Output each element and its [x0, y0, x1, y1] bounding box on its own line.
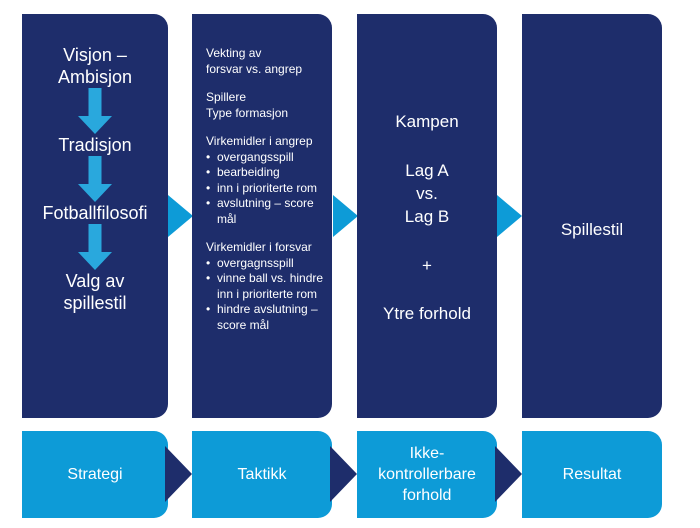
tactics-heading-forsvar: Virkemidler i forsvar — [206, 240, 312, 254]
bottom-label-taktikk: Taktikk — [237, 466, 287, 483]
match-line-teams: Lag A vs. Lag B — [404, 161, 450, 226]
bottom-label-ikke-kontrollerbare: Ikke- kontrollerbare forhold — [378, 445, 476, 504]
bottom-connector-3-icon — [495, 446, 522, 502]
tactics-text-block: Vekting av forsvar vs. angrep Spillere T… — [206, 46, 324, 346]
down-arrow-icon-2 — [78, 156, 112, 202]
down-arrow-icon-3 — [78, 224, 112, 270]
playstyle-label: Spillestil — [560, 220, 624, 239]
chain-step-visjon-ambisjon: Visjon – Ambisjon — [57, 45, 133, 87]
match-line-ytre-forhold: Ytre forhold — [383, 304, 471, 323]
match-line-plus: + — [422, 256, 432, 275]
panel-strategy: Visjon – Ambisjon Tradisjon Fotballfilos… — [22, 14, 168, 418]
tactics-list-forsvar: overgagnsspill vinne ball vs. hindre inn… — [206, 256, 324, 334]
panel-bottom-resultat: Resultat — [522, 431, 662, 518]
top-connector-1-icon — [168, 195, 193, 237]
list-item: overgagnsspill — [206, 256, 324, 272]
top-connector-2-icon — [333, 195, 358, 237]
panel-bottom-taktikk: Taktikk — [192, 431, 332, 518]
top-connector-3-icon — [497, 195, 522, 237]
list-item: avslutning – score mål — [206, 196, 324, 227]
list-item: hindre avslutning – score mål — [206, 302, 324, 333]
chain-step-fotballfilosofi: Fotballfilosofi — [42, 203, 148, 223]
panel-bottom-strategi: Strategi — [22, 431, 168, 518]
list-item: overgangsspill — [206, 150, 324, 166]
tactics-paragraph-vekting: Vekting av forsvar vs. angrep — [206, 46, 303, 76]
list-item: inn i prioriterte rom — [206, 181, 324, 197]
list-item: vinne ball vs. hindre inn i prioriterte … — [206, 271, 324, 302]
chain-step-tradisjon: Tradisjon — [58, 135, 132, 155]
chain-step-valg-av-spillestil: Valg av spillestil — [63, 271, 127, 313]
bottom-label-resultat: Resultat — [562, 466, 622, 483]
tactics-heading-angrep: Virkemidler i angrep — [206, 134, 313, 148]
bottom-label-strategi: Strategi — [67, 466, 123, 483]
bottom-connector-1-icon — [165, 446, 192, 502]
match-line-kampen: Kampen — [395, 112, 459, 131]
panel-tactics: Vekting av forsvar vs. angrep Spillere T… — [192, 14, 332, 418]
tactics-list-angrep: overgangsspill bearbeiding inn i priorit… — [206, 150, 324, 228]
tactics-paragraph-spillere: Spillere Type formasjon — [206, 90, 289, 120]
bottom-connector-2-icon — [330, 446, 357, 502]
panel-playstyle: Spillestil — [522, 14, 662, 418]
list-item: bearbeiding — [206, 165, 324, 181]
down-arrow-icon-1 — [78, 88, 112, 134]
panel-bottom-ikke-kontrollerbare: Ikke- kontrollerbare forhold — [357, 431, 497, 518]
panel-match: Kampen Lag A vs. Lag B + Ytre forhold — [357, 14, 497, 418]
